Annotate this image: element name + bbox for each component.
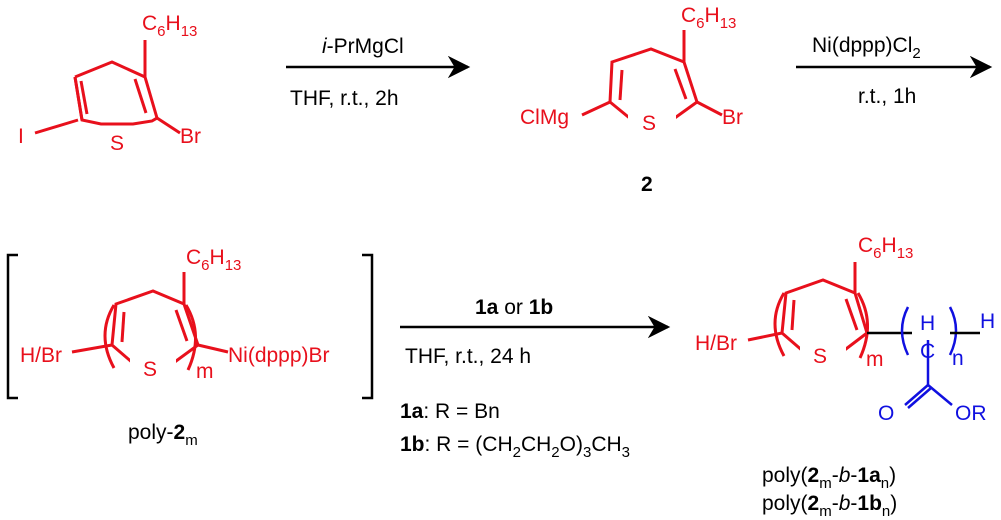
compound-2-s-mask	[628, 110, 676, 130]
starting-material	[34, 40, 181, 135]
product-ring	[747, 262, 870, 359]
ch2-c: C	[920, 340, 935, 363]
compound-2-label: 2	[641, 173, 653, 196]
sulfur-atom-2: S	[642, 112, 656, 135]
ester-or: OR	[955, 402, 987, 425]
reagent-step-1: i-PrMgCl	[322, 35, 404, 58]
c6h13-label-2: C6H13	[681, 4, 736, 32]
c6h13-label-4: C6H13	[858, 234, 913, 262]
product-label-b: poly(2m-b-1bn)	[762, 492, 897, 520]
hbr-end-1: H/Br	[20, 344, 62, 367]
clmg-group: ClMg	[520, 106, 569, 129]
catalyst-step-2: Ni(dppp)Cl2	[812, 34, 921, 62]
intermediate-ring	[71, 272, 229, 371]
repeat-n: n	[952, 347, 964, 370]
hbr-end-2: H/Br	[695, 332, 737, 355]
reagent-step-3: 1a or 1b	[475, 296, 553, 319]
ch2-h: H	[920, 312, 935, 335]
compound-2-ring	[581, 30, 723, 122]
sulfur-atom-1: S	[110, 132, 124, 155]
c6h13-label-3: C6H13	[186, 246, 241, 274]
bromo-atom-2: Br	[722, 106, 743, 129]
ni-end-group: Ni(dppp)Br	[228, 344, 330, 367]
definition-1b: 1b: R = (CH2CH2O)3CH3	[400, 433, 630, 461]
c6h13-label-1: C6H13	[142, 12, 197, 40]
intermediate-s-mask	[130, 355, 176, 375]
sulfur-atom-4: S	[813, 345, 827, 368]
carbonyl-o: O	[878, 402, 894, 425]
intermediate-brackets	[6, 253, 374, 400]
iodo-atom: I	[18, 125, 24, 148]
chain-end-h: H	[980, 310, 995, 333]
bromo-atom-1: Br	[180, 125, 201, 148]
sulfur-atom-3: S	[143, 358, 157, 381]
definition-1a: 1a: R = Bn	[400, 400, 500, 423]
conditions-step-1: THF, r.t., 2h	[290, 87, 399, 110]
conditions-step-3: THF, r.t., 24 h	[405, 345, 531, 368]
intermediate-label: poly-2m	[128, 421, 198, 449]
product-s-mask	[800, 343, 846, 363]
conditions-step-2: r.t., 1h	[858, 85, 916, 108]
product-label-a: poly(2m-b-1an)	[762, 464, 896, 492]
repeat-m-1: m	[196, 360, 214, 383]
ester-block	[900, 306, 958, 409]
repeat-m-2: m	[866, 348, 884, 371]
